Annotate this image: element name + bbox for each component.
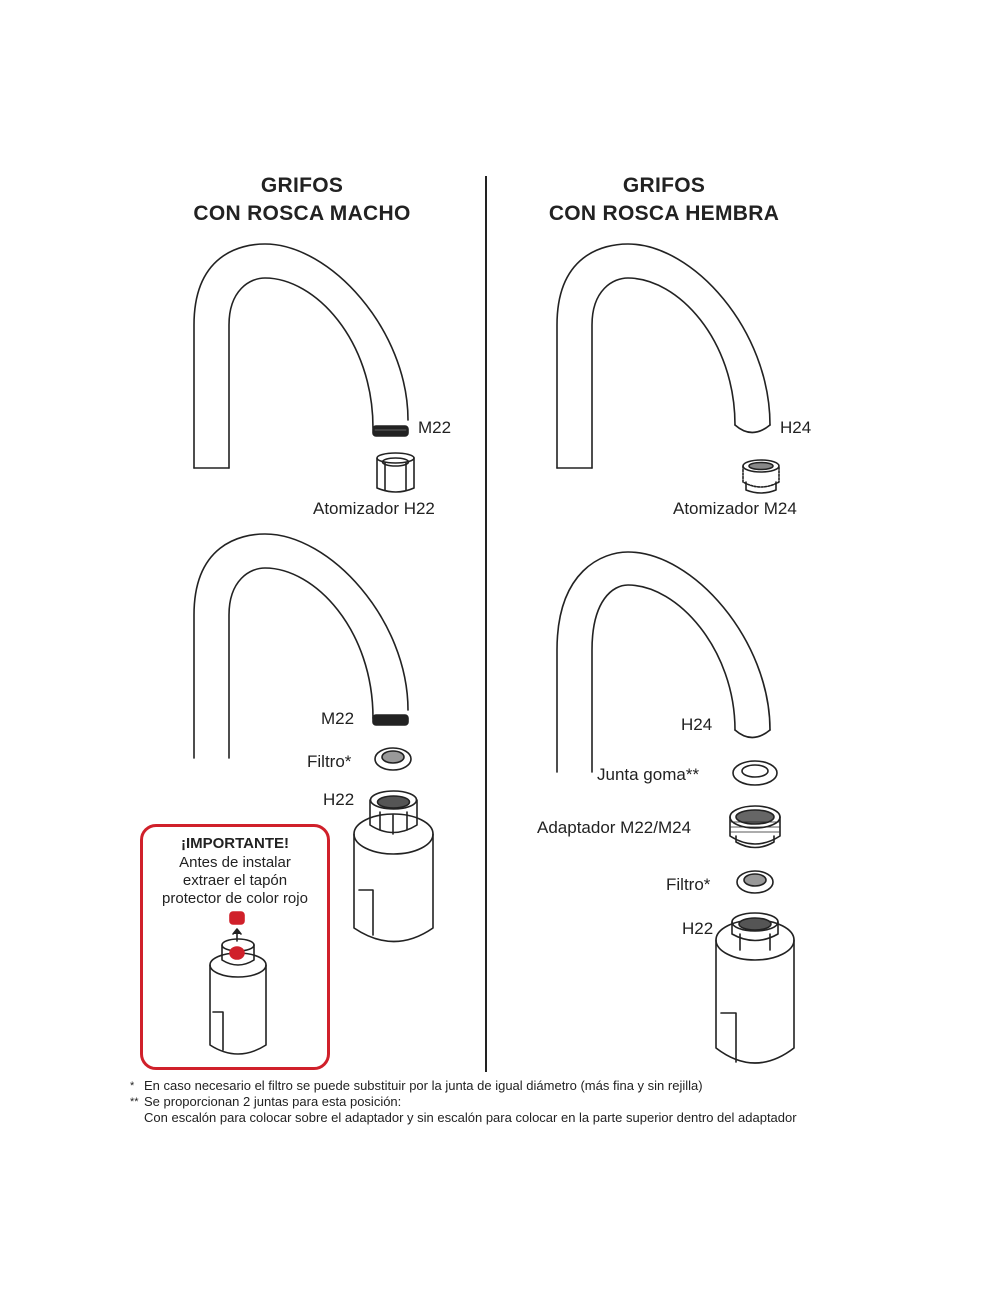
important-heading: ¡IMPORTANTE! [180,835,290,852]
filter-cartridge-right [715,912,795,1064]
faucet-male-bottom [193,533,409,759]
filter-icon-right [736,870,774,894]
footnote-1: * En caso necesario el filtro se puede s… [130,1078,797,1094]
filter-cartridge-inset [209,938,267,1055]
atomizer-m24-icon [742,459,780,494]
footnote-2-mark: ** [130,1096,139,1108]
footnote-2-text: Se proporcionan 2 juntas para esta posic… [144,1094,402,1109]
label-right-top-thread: H24 [780,418,812,437]
filter-cartridge-left [353,790,434,943]
right-title-line2: CON ROSCA HEMBRA [548,202,780,225]
atomizer-h22-icon [376,452,415,493]
faucet-female-bottom [556,551,771,773]
faucet-female-top [556,243,771,469]
label-left-filter-thread: H22 [323,790,355,809]
left-title-line2: CON ROSCA MACHO [193,202,411,225]
important-text: Antes de instalar extraer el tapón prote… [143,854,327,908]
footnote-2b-text: Con escalón para colocar sobre el adapta… [144,1110,797,1125]
adapter-m22-m24-icon [729,805,781,849]
left-column-title: GRIFOS CON ROSCA MACHO [160,172,444,228]
important-line2: extraer el tapón [182,872,288,889]
label-right-filter: Filtro* [666,875,711,894]
thread-m22-top [372,425,409,437]
column-divider [485,176,487,1072]
label-left-top-thread: M22 [418,418,452,437]
thread-m22-bottom [372,714,409,726]
filter-icon-left [374,747,412,771]
important-notice-box: ¡IMPORTANTE! Antes de instalar extraer e… [140,824,330,1070]
faucet-male-top [193,243,409,469]
label-left-bottom-thread: M22 [321,709,355,728]
footnotes: * En caso necesario el filtro se puede s… [130,1078,797,1126]
important-line1: Antes de instalar [179,854,291,871]
red-cap-icon [229,911,245,942]
label-right-bottom-thread: H24 [681,715,713,734]
footnote-1-mark: * [130,1080,135,1092]
label-left-filter: Filtro* [307,752,352,771]
label-right-top-part: Atomizador M24 [673,499,797,518]
footnote-2: ** Se proporcionan 2 juntas para esta po… [130,1094,797,1110]
label-right-adapter: Adaptador M22/M24 [537,818,692,837]
label-right-gasket: Junta goma** [597,765,700,784]
important-line3: protector de color rojo [162,890,308,907]
label-right-filter-thread: H22 [682,919,714,938]
right-title-line1: GRIFOS [622,174,706,197]
label-left-top-part: Atomizador H22 [313,499,435,518]
rubber-gasket-icon [732,760,778,786]
footnote-1-text: En caso necesario el filtro se puede sub… [144,1078,703,1093]
left-title-line1: GRIFOS [260,174,344,197]
right-column-title: GRIFOS CON ROSCA HEMBRA [516,172,812,228]
